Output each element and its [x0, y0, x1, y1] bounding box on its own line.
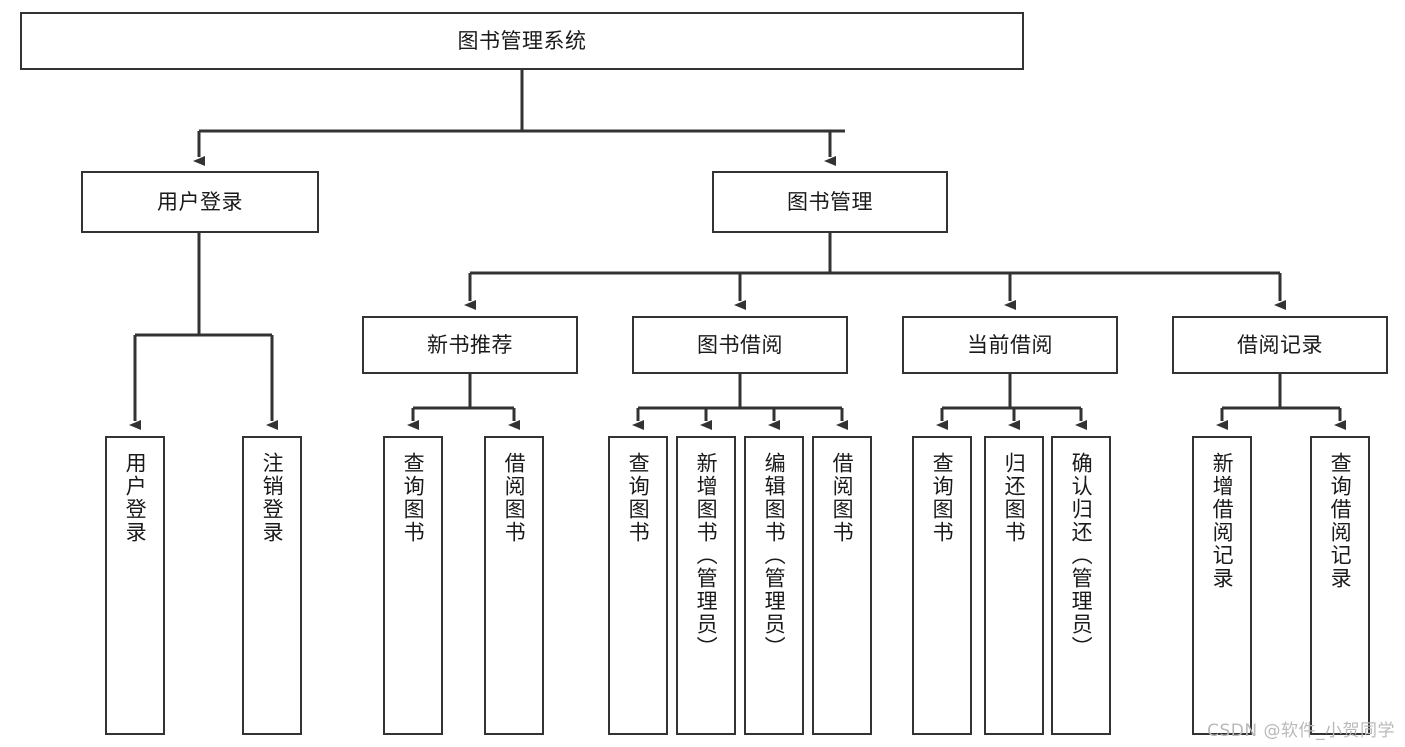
node-leaf-confirm-return-admin[interactable]: 确认归还（管理员） — [1051, 436, 1111, 735]
node-label: 注销登录 — [260, 452, 285, 544]
node-label: 编辑图书（管理员） — [762, 452, 787, 659]
node-label: 借阅记录 — [1237, 332, 1323, 357]
node-leaf-query-book-2[interactable]: 查询图书 — [608, 436, 668, 735]
node-leaf-add-borrow-record[interactable]: 新增借阅记录 — [1192, 436, 1252, 735]
node-leaf-borrow-book-1[interactable]: 借阅图书 — [484, 436, 544, 735]
node-label: 用户登录 — [157, 189, 243, 214]
node-label: 借阅图书 — [502, 452, 527, 544]
node-leaf-add-book-admin[interactable]: 新增图书（管理员） — [676, 436, 736, 735]
node-leaf-borrow-book-2[interactable]: 借阅图书 — [812, 436, 872, 735]
node-label: 借阅图书 — [830, 452, 855, 544]
node-label: 查询图书 — [930, 452, 955, 544]
node-label: 确认归还（管理员） — [1069, 452, 1094, 659]
node-label: 图书管理 — [787, 189, 873, 214]
node-label: 新书推荐 — [427, 332, 513, 357]
node-label: 查询图书 — [401, 452, 426, 544]
node-label: 图书借阅 — [697, 332, 783, 357]
node-leaf-query-borrow-record[interactable]: 查询借阅记录 — [1310, 436, 1370, 735]
node-label: 图书管理系统 — [457, 28, 587, 53]
node-leaf-edit-book-admin[interactable]: 编辑图书（管理员） — [744, 436, 804, 735]
node-label: 归还图书 — [1002, 452, 1027, 544]
node-label: 查询图书 — [626, 452, 651, 544]
node-borrow-record[interactable]: 借阅记录 — [1172, 316, 1388, 374]
node-leaf-return-book[interactable]: 归还图书 — [984, 436, 1044, 735]
node-user-login[interactable]: 用户登录 — [81, 171, 319, 233]
node-leaf-query-book-3[interactable]: 查询图书 — [912, 436, 972, 735]
node-book-manage[interactable]: 图书管理 — [712, 171, 948, 233]
node-root-system[interactable]: 图书管理系统 — [20, 12, 1024, 70]
node-label: 新增图书（管理员） — [694, 452, 719, 659]
node-current-borrow[interactable]: 当前借阅 — [902, 316, 1118, 374]
node-label: 查询借阅记录 — [1328, 452, 1353, 590]
node-new-book-recommend[interactable]: 新书推荐 — [362, 316, 578, 374]
node-label: 用户登录 — [123, 452, 148, 544]
node-book-borrow[interactable]: 图书借阅 — [632, 316, 848, 374]
node-label: 新增借阅记录 — [1210, 452, 1235, 590]
node-leaf-logout[interactable]: 注销登录 — [242, 436, 302, 735]
node-label: 当前借阅 — [967, 332, 1053, 357]
node-leaf-user-login[interactable]: 用户登录 — [105, 436, 165, 735]
node-leaf-query-book-1[interactable]: 查询图书 — [383, 436, 443, 735]
